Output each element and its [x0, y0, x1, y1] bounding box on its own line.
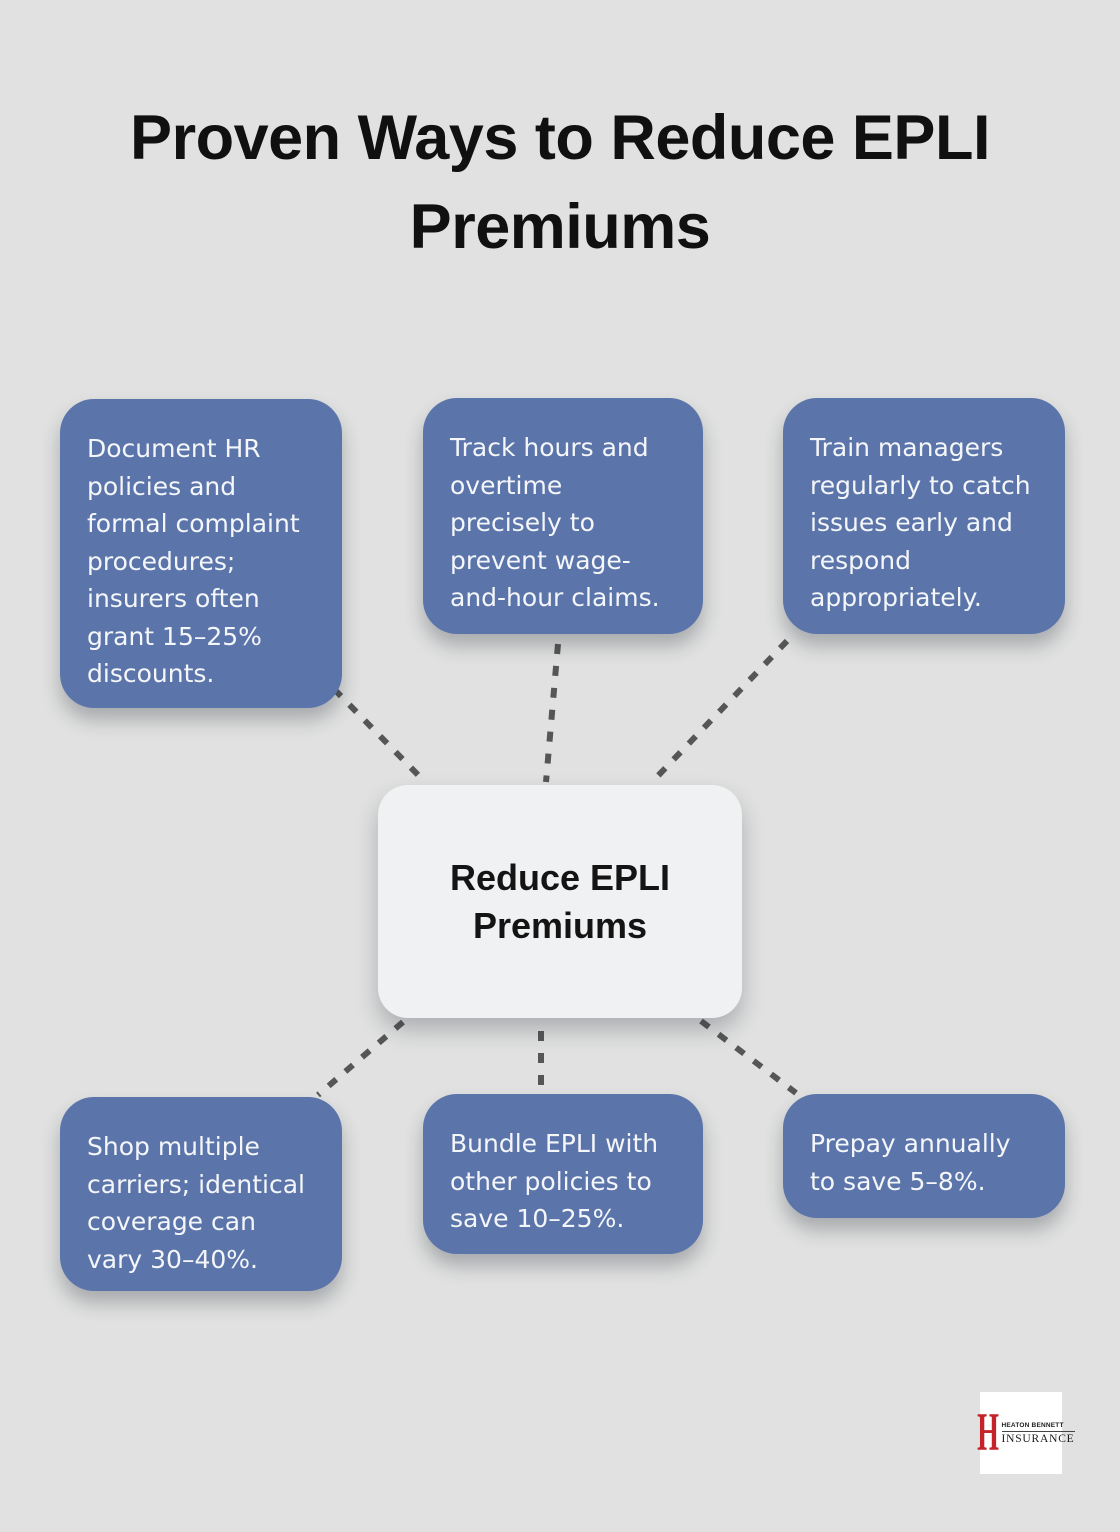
logo-text: HEATON BENNETT INSURANCE: [1001, 1422, 1075, 1445]
node-bottom-left: Shop multiple carriers; identical covera…: [60, 1097, 342, 1291]
center-node: Reduce EPLI Premiums: [378, 785, 742, 1018]
company-logo: H HEATON BENNETT INSURANCE: [978, 1392, 1075, 1474]
node-top-middle-text: Track hours and overtime precisely to pr…: [450, 433, 660, 612]
connector-bottom-left: [316, 1019, 405, 1098]
node-top-left: Document HR policies and formal complain…: [60, 399, 342, 708]
node-bottom-right: Prepay annually to save 5–8%.: [783, 1094, 1065, 1218]
connector-top-left: [331, 686, 426, 783]
logo-monogram: H: [977, 1402, 1000, 1463]
node-top-left-text: Document HR policies and formal complain…: [87, 434, 300, 688]
connector-top-middle: [543, 643, 561, 783]
logo-company-type: INSURANCE: [1001, 1432, 1075, 1445]
connector-bottom-right: [699, 1018, 798, 1096]
node-top-right-text: Train managers regularly to catch issues…: [810, 433, 1031, 612]
node-top-middle: Track hours and overtime precisely to pr…: [423, 398, 703, 634]
node-bottom-left-text: Shop multiple carriers; identical covera…: [87, 1132, 305, 1274]
node-bottom-right-text: Prepay annually to save 5–8%.: [810, 1129, 1011, 1196]
node-bottom-middle-text: Bundle EPLI with other policies to save …: [450, 1129, 659, 1233]
center-node-label: Reduce EPLI Premiums: [449, 856, 671, 946]
node-top-right: Train managers regularly to catch issues…: [783, 398, 1065, 634]
node-bottom-middle: Bundle EPLI with other policies to save …: [423, 1094, 703, 1254]
page-title: Proven Ways to Reduce EPLI Premiums: [0, 94, 1120, 273]
connector-top-right: [650, 638, 790, 784]
page-title-text: Proven Ways to Reduce EPLI Premiums: [130, 103, 990, 263]
company-logo-row: H HEATON BENNETT INSURANCE: [967, 1402, 1075, 1463]
logo-company-name: HEATON BENNETT: [1001, 1422, 1075, 1432]
